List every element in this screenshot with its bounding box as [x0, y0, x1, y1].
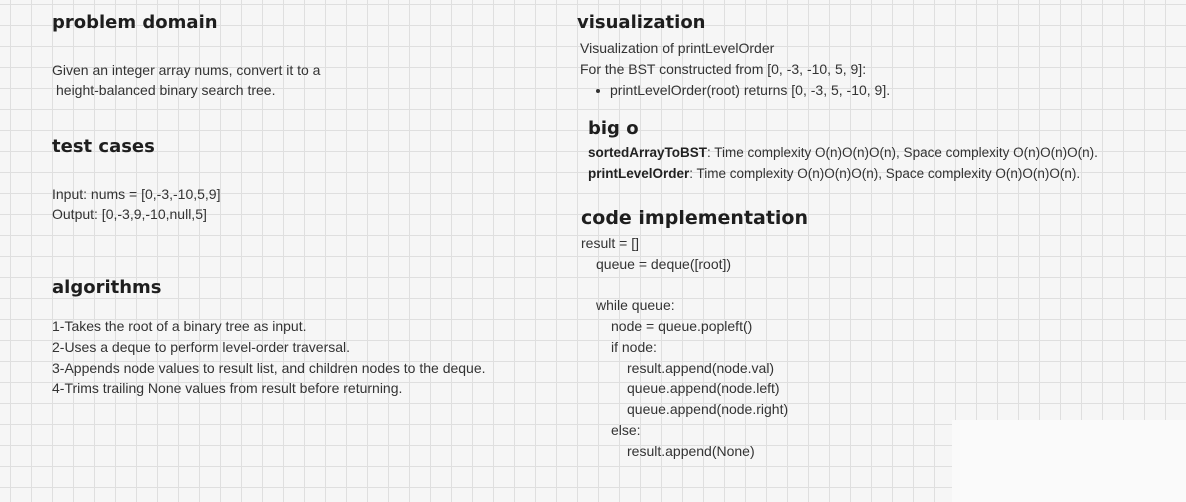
algorithm-step: 3-Appends node values to result list, an… — [52, 360, 486, 376]
code-line: queue = deque([root]) — [596, 256, 732, 272]
big-o-line-2: printLevelOrder: Time complexity O(n)O(n… — [588, 165, 1080, 183]
big-o-heading: big o — [588, 118, 639, 139]
code-line: result.append(None) — [627, 443, 755, 459]
code-line: else: — [611, 422, 641, 438]
code-line: if node: — [611, 339, 657, 355]
code-line: result = [] — [581, 235, 639, 251]
big-o-fn-name: printLevelOrder — [588, 166, 690, 181]
code-line: result.append(node.val) — [627, 360, 775, 376]
algorithm-step: 2-Uses a deque to perform level-order tr… — [52, 339, 351, 355]
algorithms-heading: algorithms — [52, 277, 162, 298]
big-o-line-1: sortedArrayToBST: Time complexity O(n)O(… — [588, 144, 1098, 162]
visualization-heading: visualization — [577, 12, 706, 33]
code-line: queue.append(node.right) — [627, 401, 789, 417]
big-o-fn-name: sortedArrayToBST — [588, 145, 708, 160]
problem-domain-line-1: Given an integer array nums, convert it … — [52, 62, 321, 78]
problem-domain-heading: problem domain — [52, 12, 218, 33]
bullet-icon — [596, 89, 600, 93]
code-line: queue.append(node.left) — [627, 380, 780, 396]
test-case-output: Output: [0,-3,9,-10,null,5] — [52, 206, 207, 222]
code-line: node = queue.popleft() — [611, 318, 753, 334]
visualization-line-2: For the BST constructed from [0, -3, -10… — [580, 61, 867, 77]
algorithm-step: 4-Trims trailing None values from result… — [52, 380, 403, 396]
corner-overlay — [952, 420, 1186, 502]
problem-domain-line-2: height-balanced binary search tree. — [56, 82, 276, 98]
algorithm-step: 1-Takes the root of a binary tree as inp… — [52, 318, 307, 334]
test-cases-heading: test cases — [52, 136, 155, 157]
code-line: while queue: — [596, 297, 675, 313]
big-o-fn-complexity: : Time complexity O(n)O(n)O(n), Space co… — [689, 166, 1081, 181]
visualization-bullet-text: printLevelOrder(root) returns [0, -3, 5,… — [610, 82, 891, 98]
big-o-fn-complexity: : Time complexity O(n)O(n)O(n), Space co… — [707, 145, 1098, 160]
visualization-line-1: Visualization of printLevelOrder — [580, 40, 775, 56]
test-case-input: Input: nums = [0,-3,-10,5,9] — [52, 186, 221, 202]
code-implementation-heading: code implementation — [581, 207, 809, 229]
